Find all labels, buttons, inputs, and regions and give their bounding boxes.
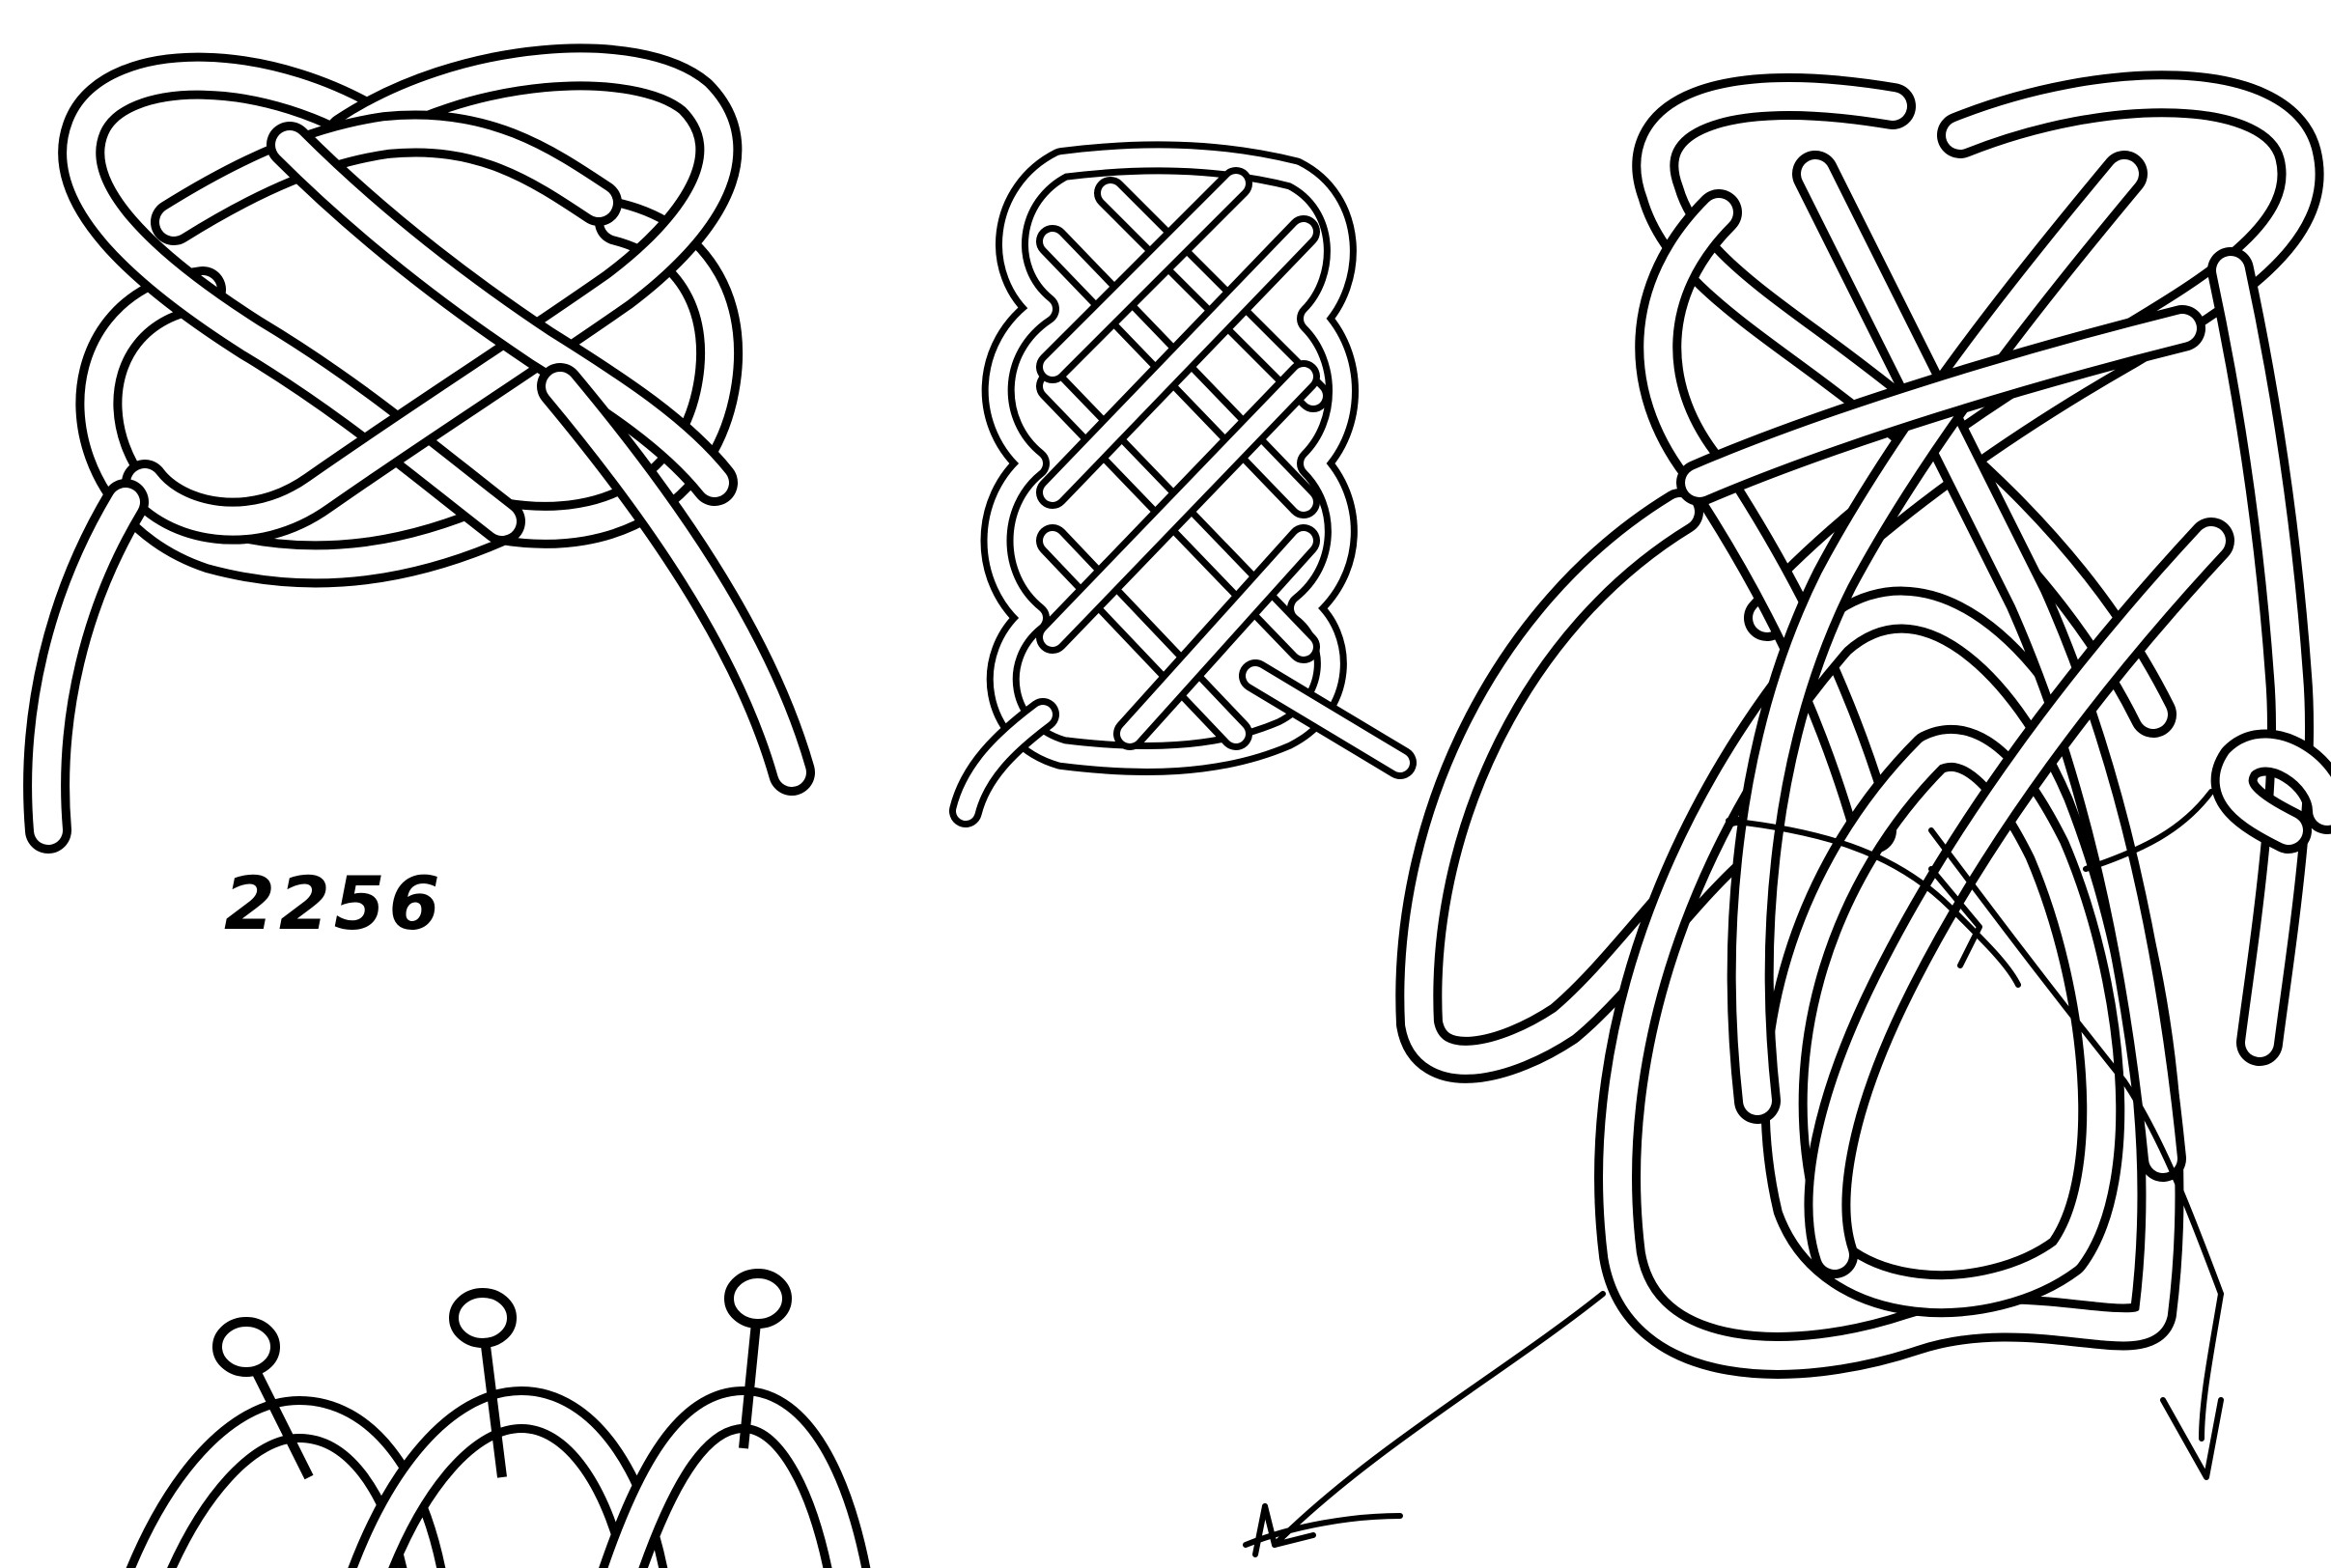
- pin-icon: [729, 1274, 787, 1324]
- figure-number-label: 2256: [224, 860, 444, 946]
- pin-icon: [454, 1293, 512, 1343]
- knot-left-drawing: [46, 67, 792, 830]
- pinned-loops-drawing: [145, 1274, 850, 1568]
- guide-line: [1275, 1294, 1603, 1545]
- knot-right-drawing: [1246, 94, 2327, 1554]
- pin-icon: [217, 1322, 275, 1372]
- sennit-braid-drawing: [966, 157, 1400, 811]
